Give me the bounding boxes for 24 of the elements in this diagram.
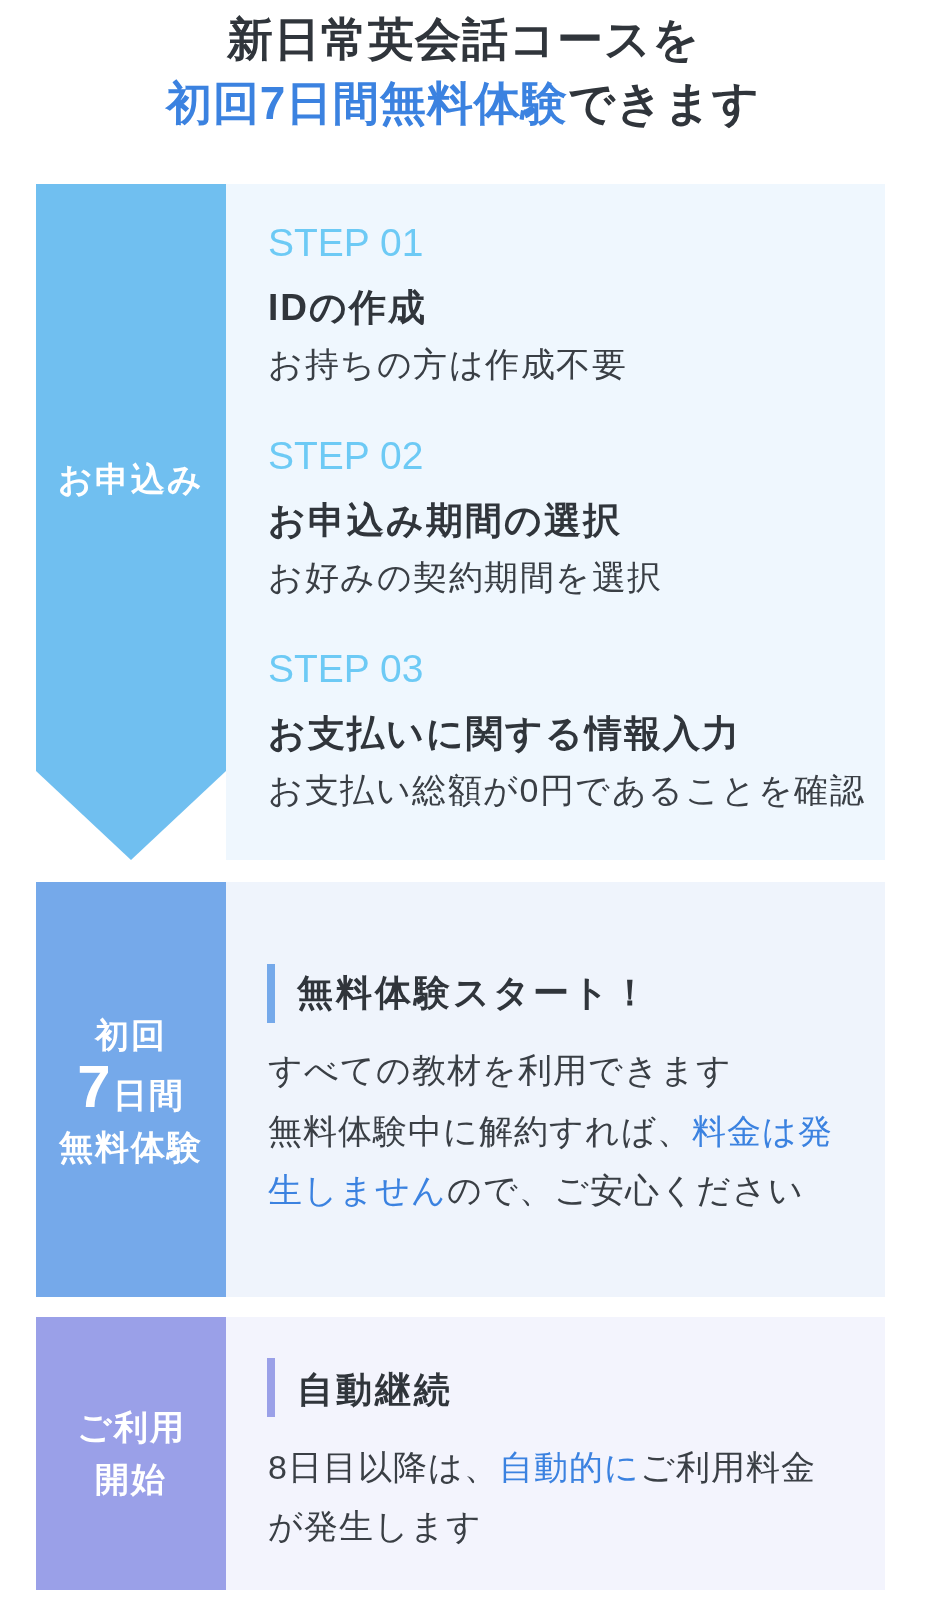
section-heading: 自動継続 [297,1368,453,1412]
step-panel [226,184,885,860]
body-text: 8日目以降は、自動的にご利用料金が発生します [268,1446,817,1547]
section-heading: 無料体験スタート！ [297,971,651,1015]
band-label: 初回7日間無料体験 [59,1015,203,1168]
chevron-band [36,184,226,860]
body-text: すべての教材を利用できます [268,1049,732,1091]
step-number: STEP 01 [268,220,424,266]
step-title: お支払いに関する情報入力 [268,712,741,756]
step-description: お持ちの方は作成不要 [268,344,627,385]
step-title: IDの作成 [268,286,427,330]
side-band [36,882,226,1297]
title: 新日常英会話コースを初回7日間無料体験できます [165,12,761,131]
step-description: お好みの契約期間を選択 [268,557,663,598]
step-description: お支払い総額が0円であることを確認 [268,770,866,811]
step-number: STEP 03 [268,646,424,692]
info-panel [226,1317,885,1590]
band-label: ご利用開始 [75,1407,187,1500]
step-title: お申込み期間の選択 [268,499,622,543]
info-panel [226,882,885,1297]
side-band [36,1317,226,1590]
step-number: STEP 02 [268,433,424,479]
band-label: お申込み [58,459,204,500]
body-text: 無料体験中に解約すれば、料金は発生しませんので、ご安心ください [268,1110,833,1211]
